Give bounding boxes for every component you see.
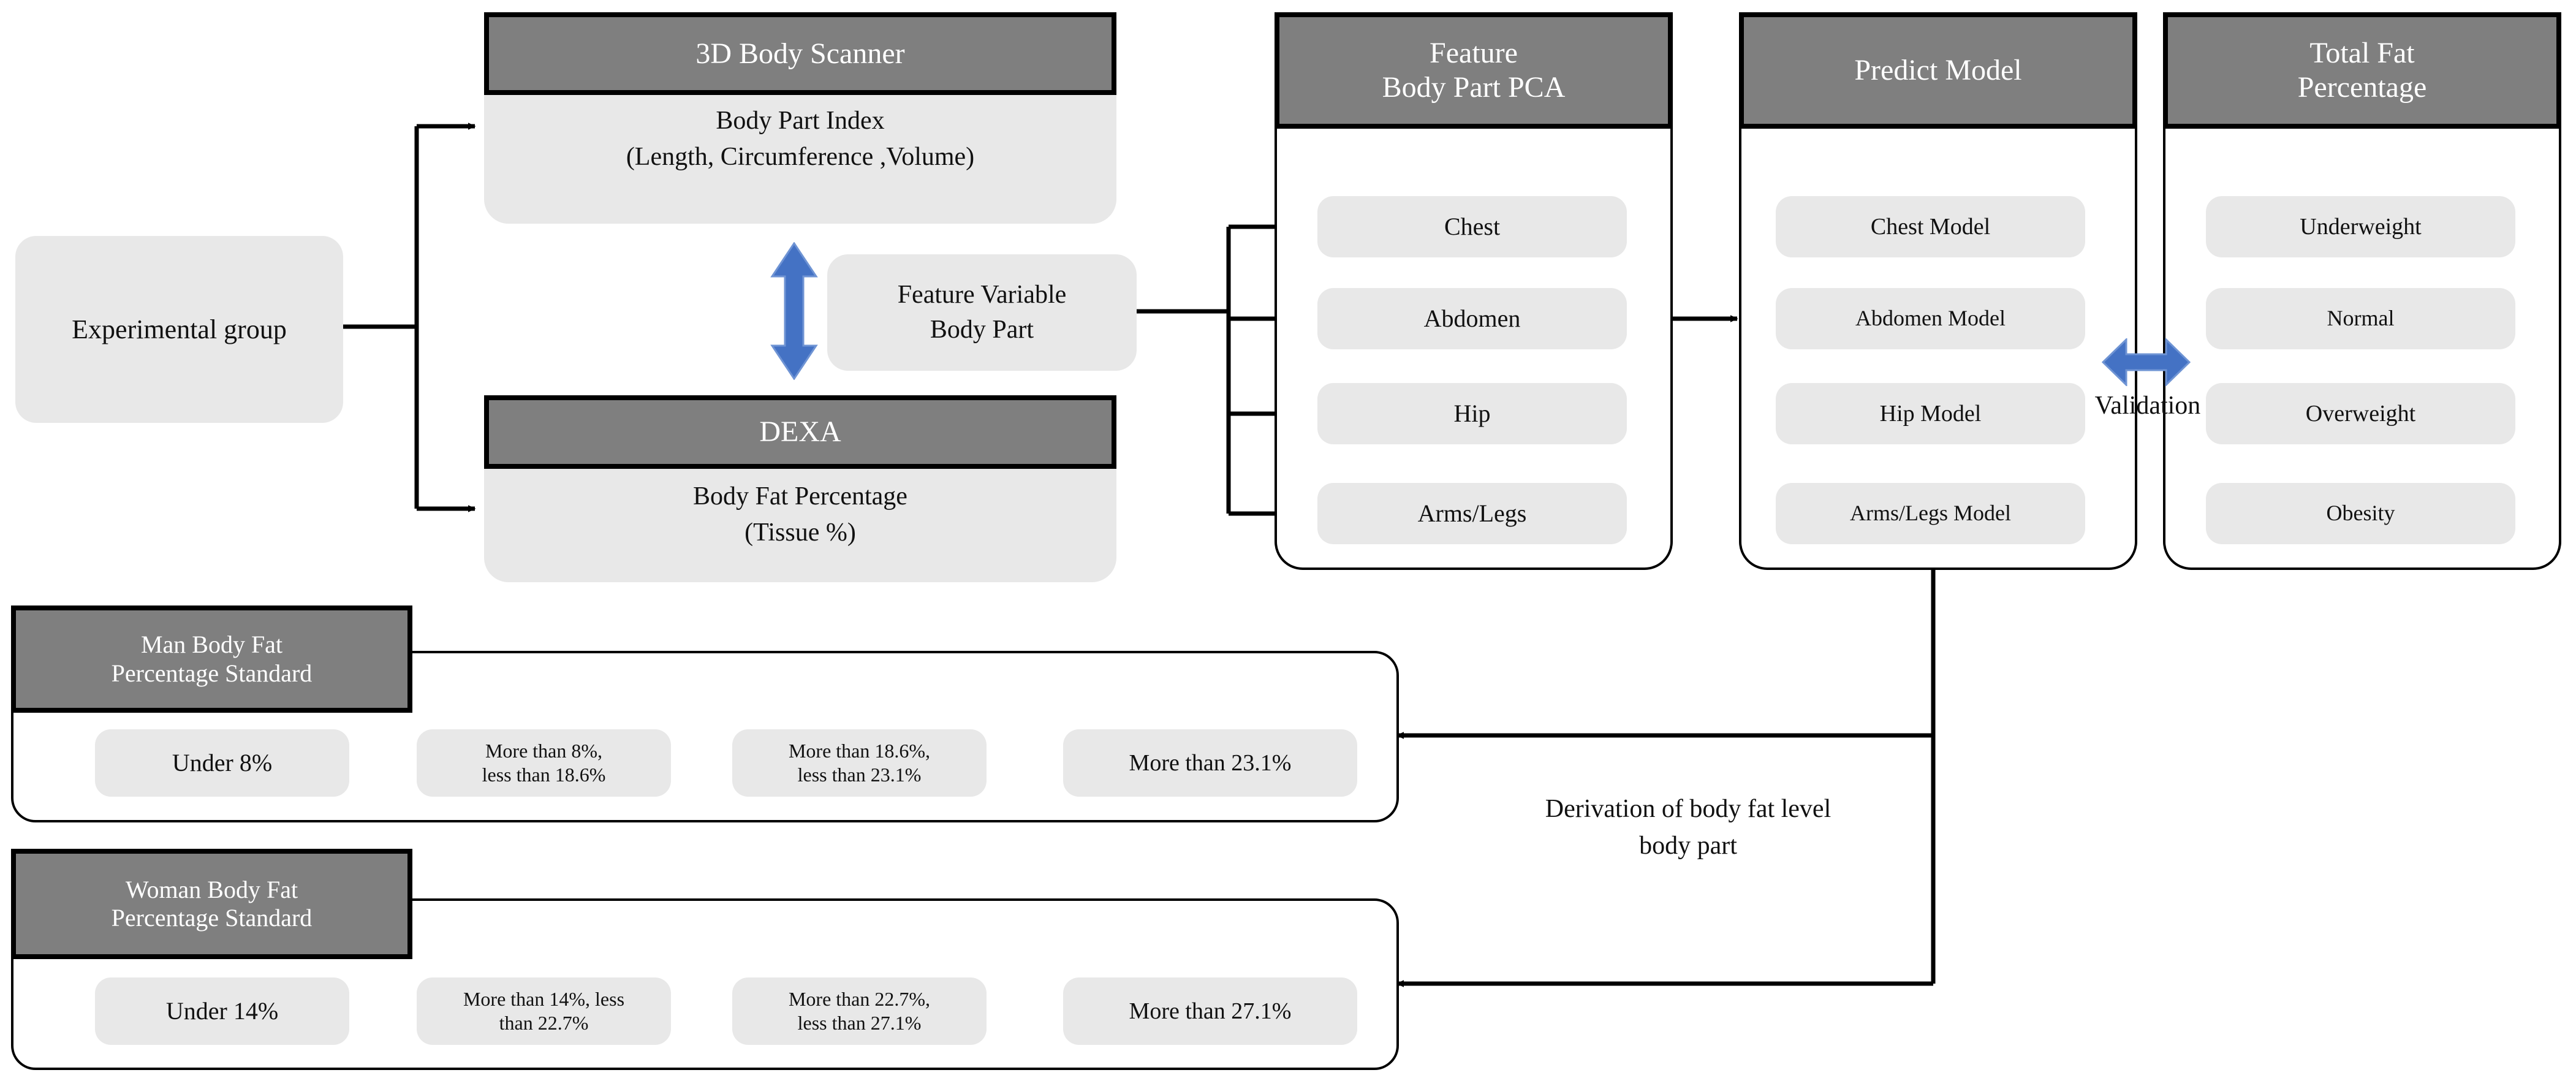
predict-item-arms-legs-model[interactable]: Arms/Legs Model bbox=[1776, 483, 2085, 544]
total-fat-item-obesity[interactable]: Obesity bbox=[2206, 483, 2515, 544]
woman-standard-item-0[interactable]: Under 14% bbox=[95, 977, 349, 1045]
total-fat-header-line2: Percentage bbox=[2297, 71, 2427, 104]
predict-item-hip-model[interactable]: Hip Model bbox=[1776, 383, 2085, 444]
pca-header-line1: Feature bbox=[1430, 37, 1518, 70]
feature-variable-box[interactable]: Feature Variable Body Part bbox=[827, 254, 1137, 371]
man-standard-item-line1: More than 23.1% bbox=[1129, 750, 1292, 776]
total-fat-item-normal[interactable]: Normal bbox=[2206, 288, 2515, 349]
feature-variable-line2: Body Part bbox=[930, 316, 1034, 344]
woman-standard-item-line1: More than 14%, less bbox=[463, 987, 625, 1010]
woman-standard-item-line1: Under 14% bbox=[165, 996, 279, 1025]
dexa-body-line2: (Tissue %) bbox=[744, 518, 856, 547]
pca-item-abdomen[interactable]: Abdomen bbox=[1317, 288, 1627, 349]
pca-item-label: Chest bbox=[1444, 212, 1501, 240]
validation-label: Validation bbox=[2053, 387, 2243, 424]
pca-item-label: Abdomen bbox=[1423, 304, 1521, 332]
pca-item-label: Hip bbox=[1453, 399, 1491, 427]
validation-text: Validation bbox=[2094, 391, 2201, 420]
total-fat-item-label: Overweight bbox=[2305, 400, 2416, 427]
horizontal-double-arrow-icon bbox=[2102, 338, 2191, 386]
man-standard-header: Man Body Fat Percentage Standard bbox=[11, 605, 412, 713]
woman-standard-header: Woman Body Fat Percentage Standard bbox=[11, 849, 412, 959]
derivation-line1: Derivation of body fat level bbox=[1545, 794, 1832, 823]
man-standard-item-line1: Under 8% bbox=[172, 748, 273, 776]
woman-standard-item-line2: than 22.7% bbox=[499, 1012, 589, 1034]
predict-item-label: Arms/Legs Model bbox=[1850, 501, 2011, 526]
man-standard-item-line1: More than 8%, bbox=[485, 739, 603, 762]
total-fat-percentage-header: Total Fat Percentage bbox=[2163, 12, 2561, 129]
predict-item-label: Hip Model bbox=[1879, 400, 1982, 427]
total-fat-item-underweight[interactable]: Underweight bbox=[2206, 196, 2515, 257]
woman-standard-item-3[interactable]: More than 27.1% bbox=[1063, 977, 1357, 1045]
scanner-body-line1: Body Part Index bbox=[716, 107, 885, 135]
feature-variable-line1: Feature Variable bbox=[897, 280, 1067, 309]
woman-standard-item-line1: More than 22.7%, bbox=[788, 987, 931, 1010]
man-standard-header-line2: Percentage Standard bbox=[111, 659, 313, 687]
woman-standard-item-line1: More than 27.1% bbox=[1129, 998, 1292, 1024]
dexa-header-label: DEXA bbox=[759, 416, 841, 449]
predict-item-label: Chest Model bbox=[1870, 213, 1991, 240]
woman-standard-header-line1: Woman Body Fat bbox=[125, 875, 298, 903]
man-standard-item-line2: less than 18.6% bbox=[482, 764, 606, 786]
total-fat-item-label: Obesity bbox=[2326, 501, 2395, 526]
dexa-body-line1: Body Fat Percentage bbox=[693, 482, 907, 511]
experimental-group-label: Experimental group bbox=[72, 314, 287, 344]
total-fat-header-line1: Total Fat bbox=[2309, 37, 2415, 70]
total-fat-item-overweight[interactable]: Overweight bbox=[2206, 383, 2515, 444]
man-standard-item-0[interactable]: Under 8% bbox=[95, 729, 349, 797]
experimental-group-box[interactable]: Experimental group bbox=[15, 236, 343, 423]
predict-item-abdomen-model[interactable]: Abdomen Model bbox=[1776, 288, 2085, 349]
total-fat-item-label: Underweight bbox=[2300, 213, 2422, 240]
predict-model-header: Predict Model bbox=[1739, 12, 2137, 129]
pca-header: Feature Body Part PCA bbox=[1275, 12, 1673, 129]
derivation-line2: body part bbox=[1639, 832, 1737, 860]
woman-standard-header-line2: Percentage Standard bbox=[111, 904, 313, 932]
woman-standard-item-2[interactable]: More than 22.7%, less than 27.1% bbox=[732, 977, 987, 1045]
pca-item-arms-legs[interactable]: Arms/Legs bbox=[1317, 483, 1627, 544]
total-fat-item-label: Normal bbox=[2327, 306, 2395, 331]
derivation-label: Derivation of body fat level body part bbox=[1443, 781, 1933, 873]
man-standard-item-line1: More than 18.6%, bbox=[788, 739, 931, 762]
woman-standard-item-1[interactable]: More than 14%, less than 22.7% bbox=[417, 977, 671, 1045]
man-standard-item-2[interactable]: More than 18.6%, less than 23.1% bbox=[732, 729, 987, 797]
man-standard-item-3[interactable]: More than 23.1% bbox=[1063, 729, 1357, 797]
dexa-header: DEXA bbox=[484, 395, 1116, 469]
scanner-header: 3D Body Scanner bbox=[484, 12, 1116, 95]
woman-standard-item-line2: less than 27.1% bbox=[797, 1012, 922, 1034]
man-standard-header-line1: Man Body Fat bbox=[140, 631, 283, 659]
pca-item-label: Arms/Legs bbox=[1417, 499, 1527, 527]
man-standard-item-line2: less than 23.1% bbox=[797, 764, 922, 786]
predict-model-header-label: Predict Model bbox=[1854, 54, 2022, 87]
man-standard-item-1[interactable]: More than 8%, less than 18.6% bbox=[417, 729, 671, 797]
pca-header-line2: Body Part PCA bbox=[1382, 71, 1566, 104]
pca-item-hip[interactable]: Hip bbox=[1317, 383, 1627, 444]
scanner-header-label: 3D Body Scanner bbox=[695, 37, 905, 70]
predict-item-chest-model[interactable]: Chest Model bbox=[1776, 196, 2085, 257]
scanner-body-line2: (Length, Circumference ,Volume) bbox=[626, 143, 975, 172]
vertical-double-arrow-icon bbox=[770, 242, 818, 380]
predict-item-label: Abdomen Model bbox=[1855, 306, 2006, 331]
pca-item-chest[interactable]: Chest bbox=[1317, 196, 1627, 257]
